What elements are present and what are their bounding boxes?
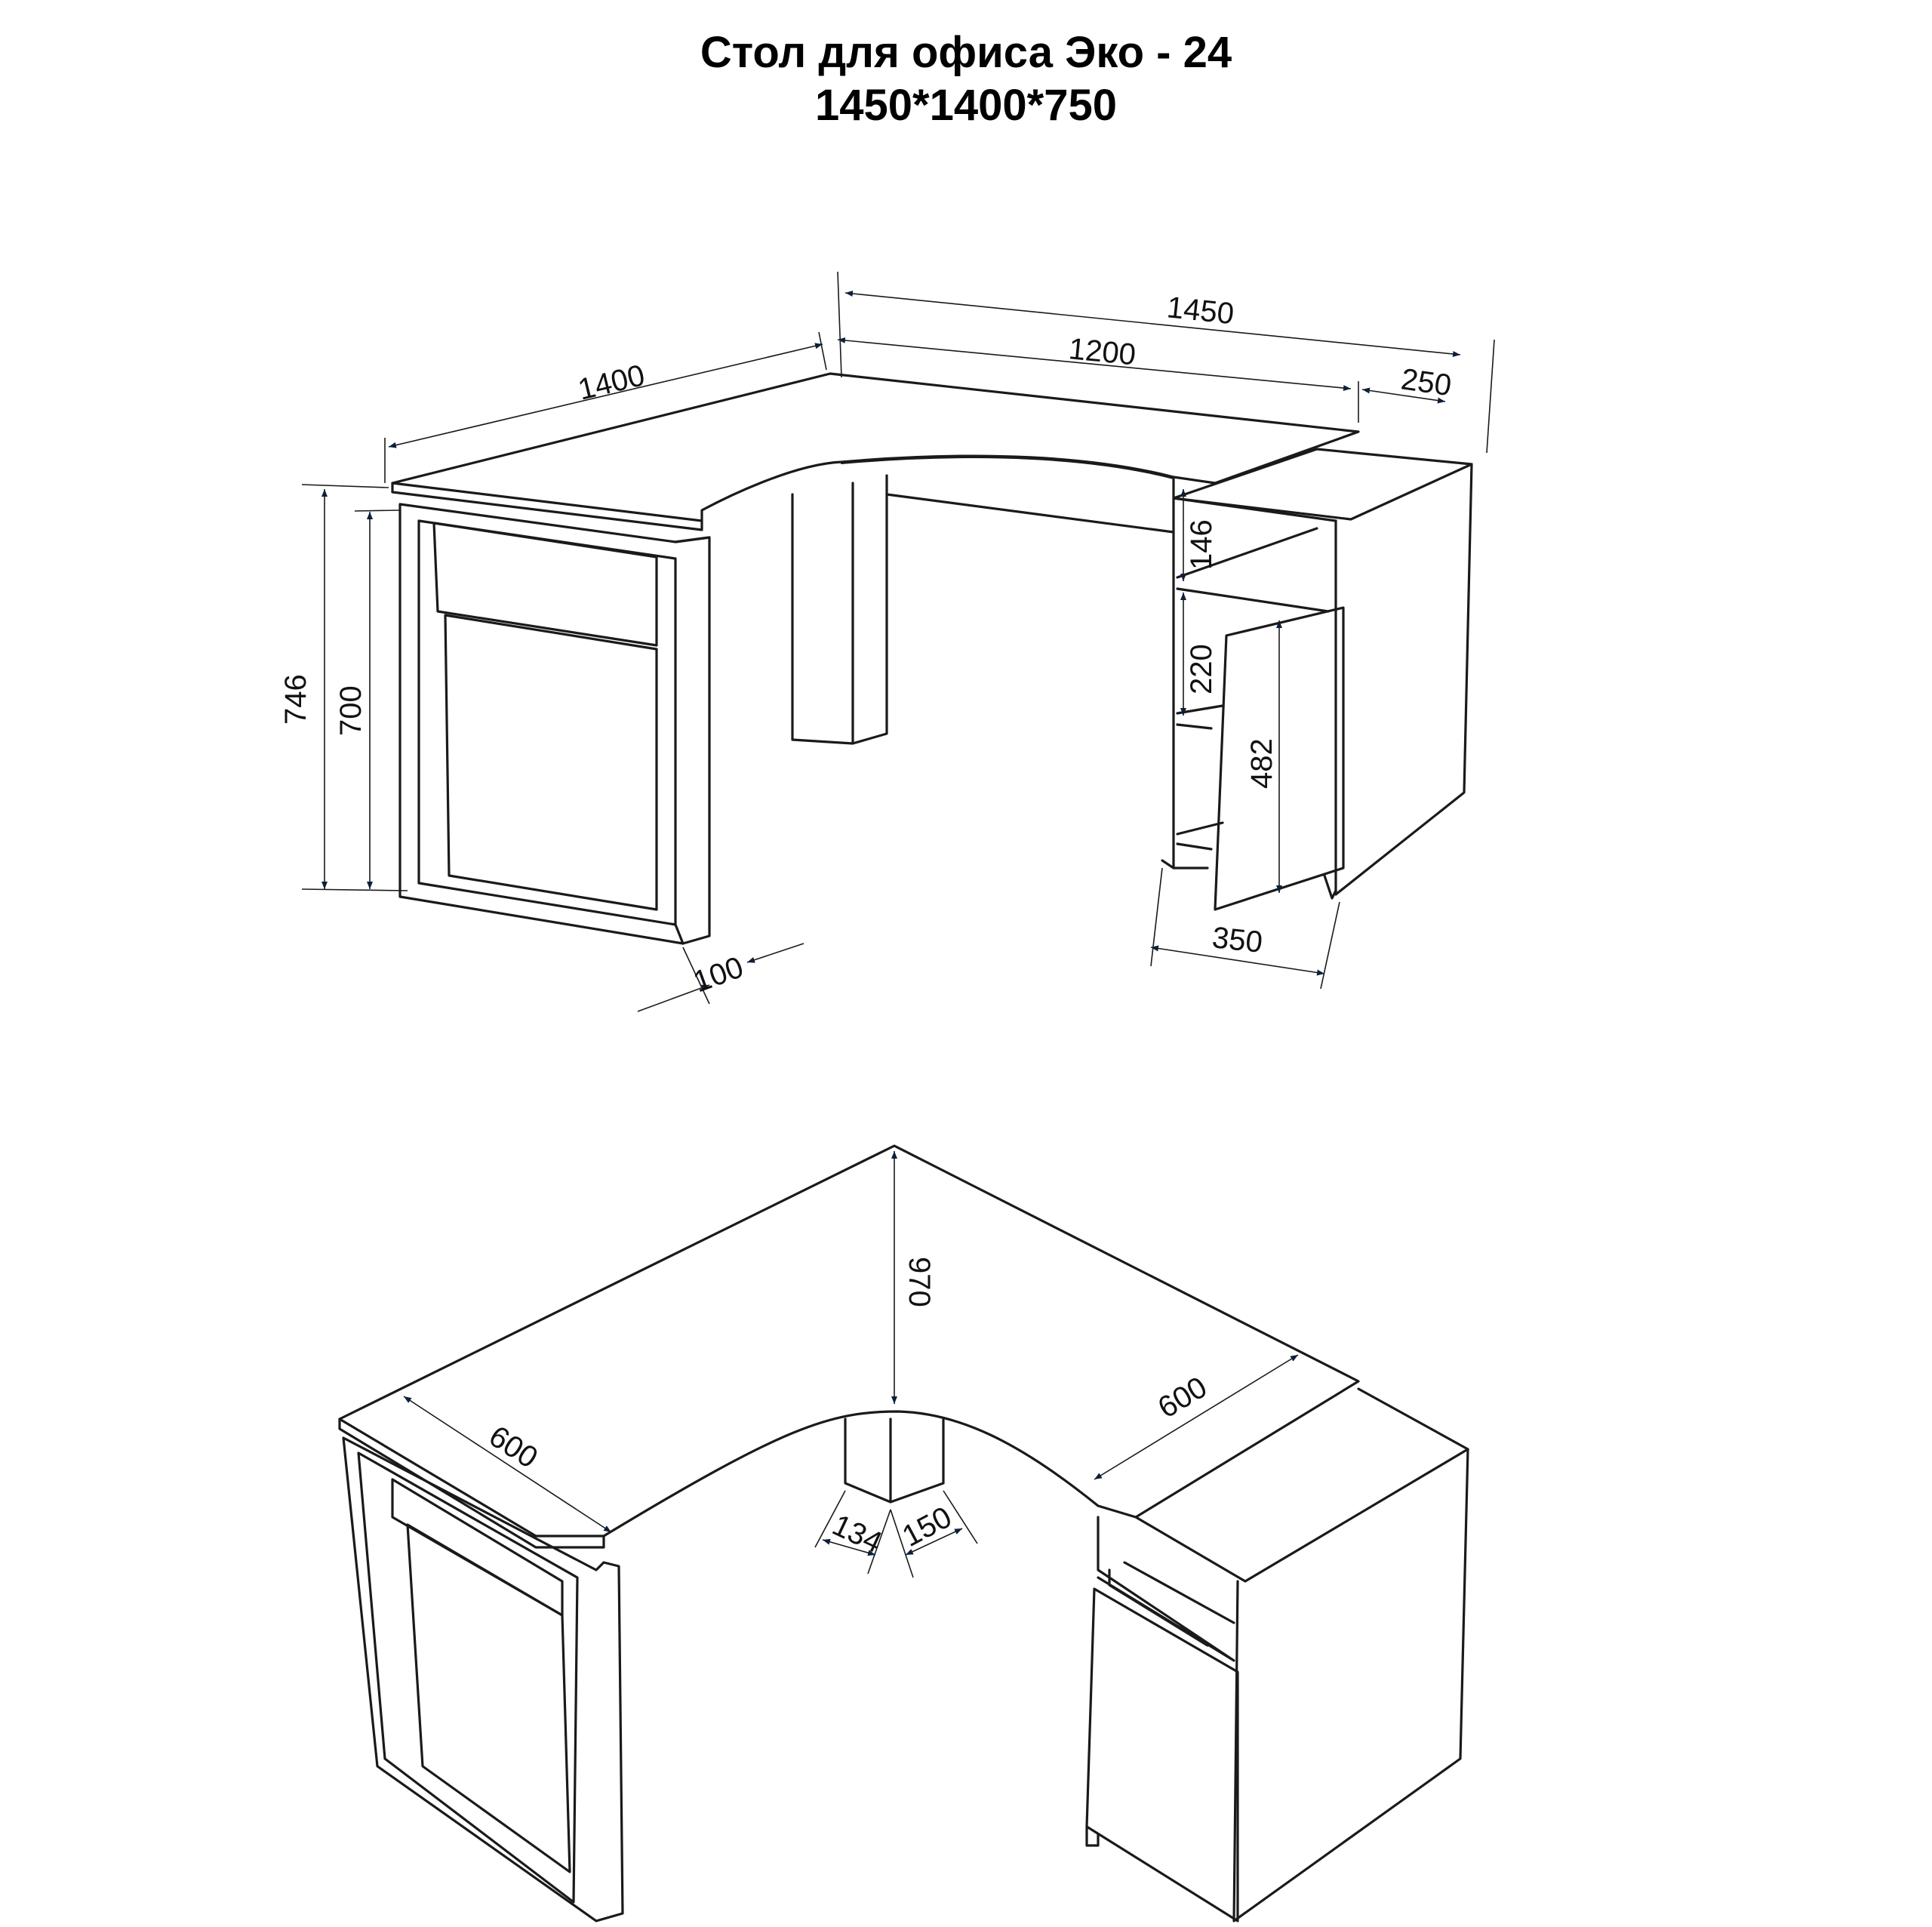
cabinet-side-rear — [1232, 1448, 1469, 1922]
desk-top-upper-edge — [338, 1418, 605, 1549]
desk-top-front — [391, 372, 1360, 522]
left-frame-window — [444, 614, 658, 911]
dim-600-right: 600 — [1152, 1371, 1213, 1425]
left-frame-inner — [417, 519, 677, 926]
dim-150: 150 — [897, 1501, 958, 1553]
cabinet-side — [1334, 463, 1473, 896]
desk-top-cutout-edge — [841, 457, 1174, 479]
top-view-dimensions: 1450 1200 250 1400 746 700 146 220 482 3… — [279, 271, 1495, 1012]
left-frame-rear-inner — [357, 1451, 579, 1904]
cabinet-top-rear — [1134, 1387, 1469, 1583]
dim-134: 134 — [827, 1508, 887, 1559]
cabinet-rear-door — [1085, 1587, 1239, 1922]
dim-1450: 1450 — [1165, 291, 1235, 331]
desk-top-edge — [391, 482, 703, 531]
desk-top-upper — [338, 1144, 1360, 1538]
dim-100: 100 — [689, 950, 748, 999]
center-post — [844, 1418, 945, 1504]
dim-1200: 1200 — [1067, 332, 1137, 371]
cabinet-front-frame — [1161, 478, 1337, 870]
drawing-title: Стол для офиса Эко - 24 — [700, 28, 1232, 77]
dim-146: 146 — [1185, 519, 1218, 570]
dim-970: 970 — [903, 1257, 936, 1307]
left-frame-rear-window — [406, 1523, 571, 1873]
dim-1400: 1400 — [575, 359, 648, 407]
drawing-dimensions-title: 1450*1400*750 — [815, 81, 1117, 130]
dim-746: 746 — [279, 674, 312, 725]
cabinet-leg — [1323, 874, 1337, 900]
left-frame-side — [674, 536, 711, 945]
dim-700: 700 — [334, 685, 368, 736]
dim-600-left: 600 — [483, 1420, 543, 1475]
dim-350: 350 — [1211, 921, 1264, 959]
dim-220: 220 — [1185, 644, 1218, 694]
cabinet-top — [1172, 448, 1473, 521]
dim-482: 482 — [1245, 738, 1278, 789]
left-frame-panel — [432, 522, 658, 647]
left-frame-leg-rear — [342, 1436, 624, 1922]
back-panel — [885, 493, 1175, 534]
cabinet-shelf-1 — [1176, 527, 1330, 613]
back-leg — [791, 474, 888, 745]
desk-top-view — [338, 1144, 1469, 1922]
dim-250: 250 — [1399, 362, 1454, 402]
cabinet-shelf-2 — [1176, 704, 1224, 730]
desk-front-view — [391, 372, 1473, 945]
cabinet-rear-frame — [1097, 1516, 1235, 1662]
cabinet-shelf-3 — [1176, 821, 1224, 851]
cabinet-rear-leg — [1085, 1825, 1100, 1847]
cabinet-door — [1214, 606, 1345, 911]
bottom-view-dimensions: 970 600 600 134 150 — [403, 1151, 1299, 1578]
